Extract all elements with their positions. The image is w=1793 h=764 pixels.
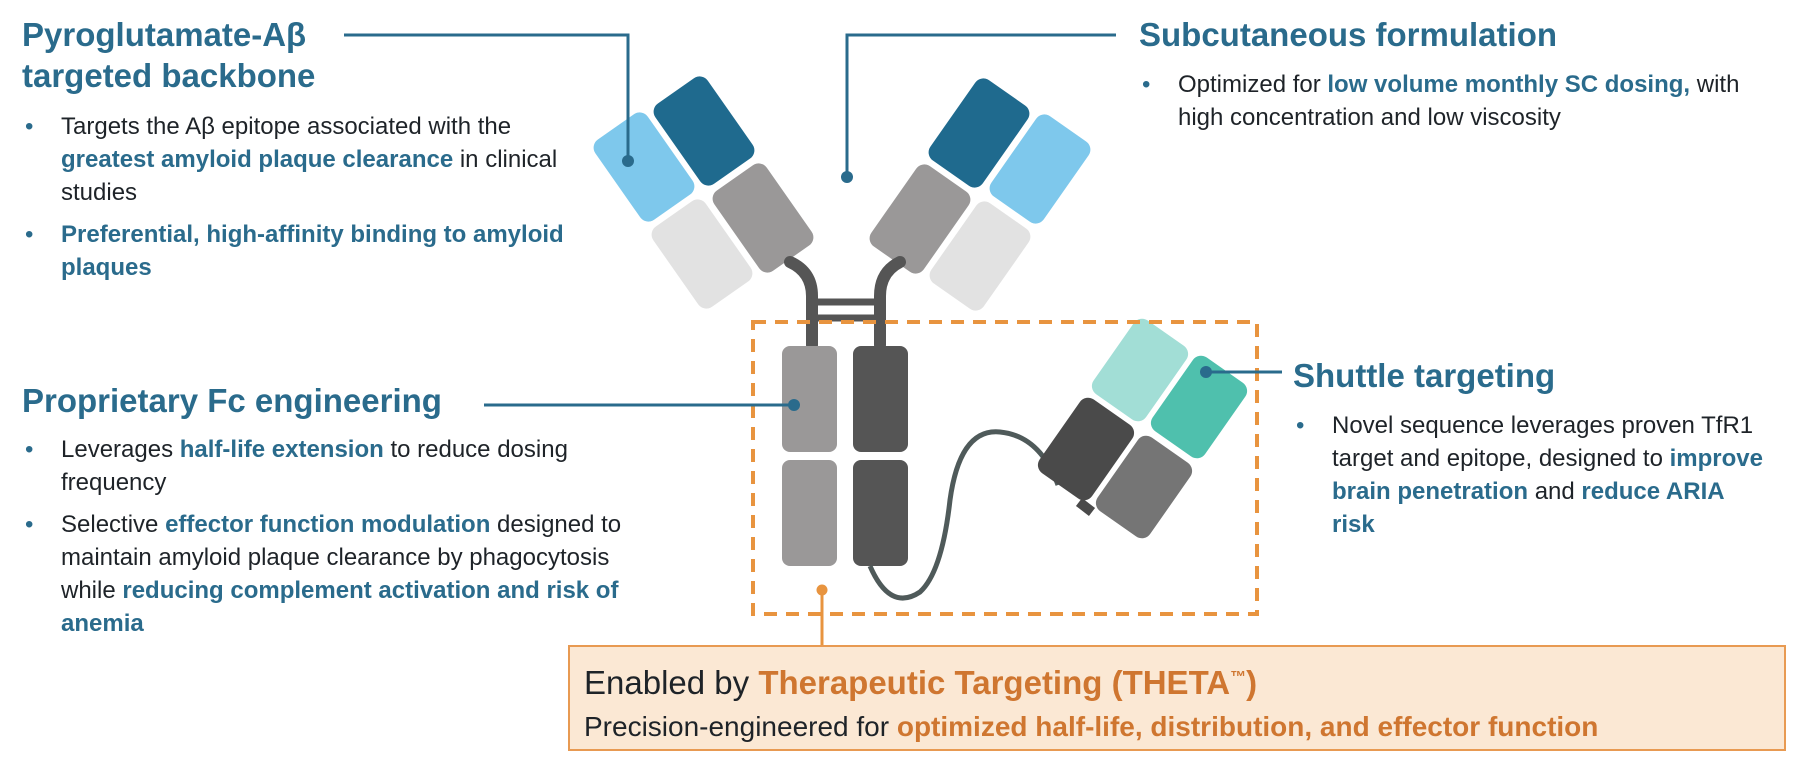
left-light-chain-variable [593,112,695,222]
callout-connectors [344,33,1282,407]
fc-bullet-1: Leverages half-life extension to reduce … [22,433,662,499]
right-fab-arm [869,78,1091,311]
theta-subtitle: Precision-engineered for optimized half-… [584,711,1599,742]
fc-region [782,346,908,566]
backbone-bullets: Targets the Aβ epitope associated with t… [22,110,582,293]
fc-heading: Proprietary Fc engineering [22,382,442,419]
right-light-chain-constant [929,201,1031,311]
left-heavy-chain-variable [653,76,755,186]
right-heavy-chain-constant [869,164,971,274]
theta-title: Enabled by Therapeutic Targeting (THETA™… [584,664,1258,701]
left-light-chain-constant [651,199,753,309]
left-heavy-chain-constant [712,163,814,273]
subcutaneous-heading: Subcutaneous formulation [1139,16,1558,53]
backbone-bullet-2: Preferential, high-affinity binding to a… [22,218,582,284]
theta-connector [816,584,828,646]
connector-subcutaneous [845,33,1116,177]
right-heavy-chain-variable [928,78,1030,188]
shuttle-domain-dark [1037,397,1135,501]
fc-bullets: Leverages half-life extension to reduce … [22,433,662,649]
connector-backbone [344,33,630,161]
shuttle-bullets: Novel sequence leverages proven TfR1 tar… [1293,409,1763,550]
backbone-bullet-1: Targets the Aβ epitope associated with t… [22,110,582,209]
fc-ch3-left [782,460,837,566]
connector-dots [622,155,1212,411]
shuttle-domain-light-teal [1091,318,1189,422]
shuttle-linker [867,429,1061,601]
right-light-chain-variable [989,114,1091,224]
fc-ch2-left [782,346,837,452]
theta-dashed-box [751,320,1259,616]
subcutaneous-bullet-1: Optimized for low volume monthly SC dosi… [1139,68,1784,134]
fc-ch2-right [853,346,908,452]
shuttle-domain-gray [1095,435,1193,539]
left-fab-arm [593,76,814,309]
subcutaneous-bullets: Optimized for low volume monthly SC dosi… [1139,68,1784,143]
shuttle-bullet-1: Novel sequence leverages proven TfR1 tar… [1293,409,1763,541]
theta-banner: Enabled by Therapeutic Targeting (THETA™… [568,645,1786,751]
shuttle-domain-teal [1150,355,1248,459]
shuttle-module [1037,318,1248,539]
hinge-region [784,256,906,351]
fc-ch3-right [853,460,908,566]
shuttle-heading: Shuttle targeting [1293,357,1556,394]
fc-bullet-2: Selective effector function modulation d… [22,508,662,640]
